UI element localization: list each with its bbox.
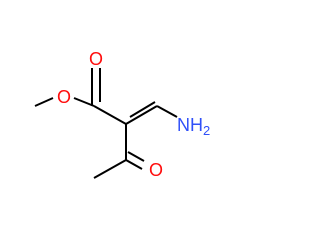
bond-methyl-ester-oxygen bbox=[34, 97, 54, 107]
atom-ketone-oxygen: O bbox=[149, 160, 163, 180]
atom-ester-oxygen: O bbox=[57, 87, 71, 107]
bond-vinyl-amine bbox=[156, 105, 178, 118]
amine-label: NH bbox=[177, 115, 203, 135]
atom-carbonyl-oxygen: O bbox=[89, 49, 103, 69]
bond-ester-oxygen-carbonyl-carbon bbox=[73, 97, 95, 107]
bond-vinyl-double-1 bbox=[125, 105, 158, 125]
bond-vinyl-double-2 bbox=[129, 101, 156, 118]
bond-carbonyl-central bbox=[93, 105, 127, 125]
bond-ketone-methyl bbox=[93, 159, 127, 179]
amine-subscript: 2 bbox=[203, 123, 210, 138]
bond-ketone-double-2 bbox=[127, 151, 145, 162]
bond-ketone-double-1 bbox=[125, 159, 143, 170]
atom-amine-nitrogen: NH2 bbox=[177, 115, 210, 138]
chemical-structure-diagram: O O O NH2 bbox=[34, 49, 210, 180]
